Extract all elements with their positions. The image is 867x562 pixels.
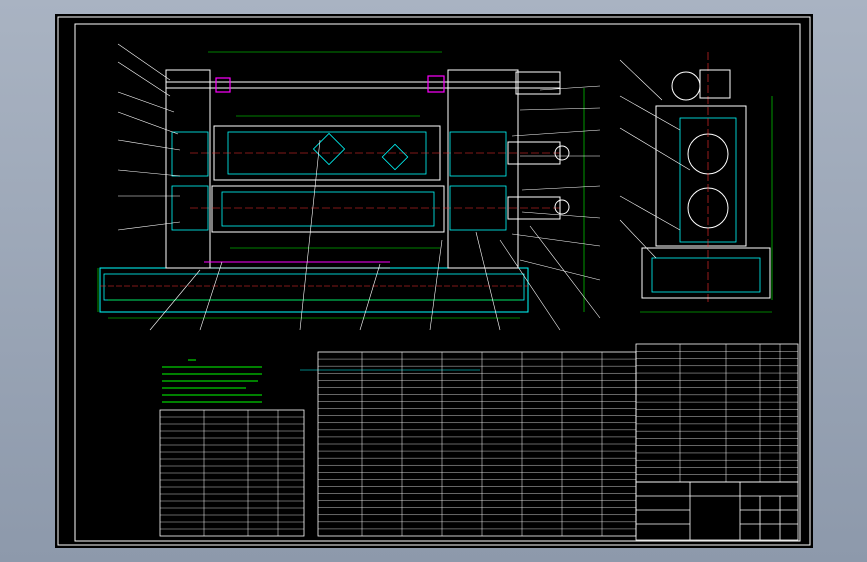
side-view [619,52,773,313]
outer-frame [57,16,811,546]
parts-list-middle [317,351,637,537]
inner-frame [74,23,801,542]
sheet [55,14,813,548]
title-block-name [690,496,738,512]
title-block [635,481,799,541]
parts-list-tables [159,343,799,537]
front-view [97,43,601,331]
parts-list-left [159,409,305,537]
technical-notes [162,359,262,403]
parts-list-right [635,343,799,483]
